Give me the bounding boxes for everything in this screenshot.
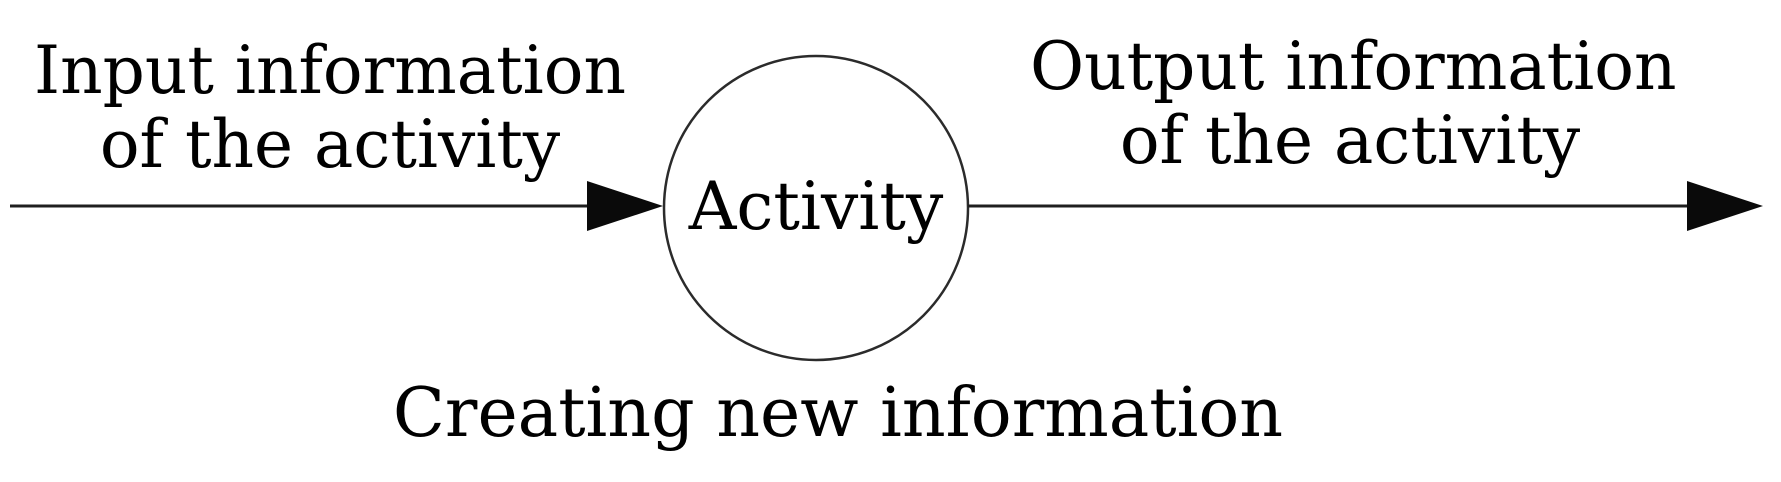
output-label-line2: of the activity — [1119, 102, 1581, 179]
input-label: Input information of the activity — [10, 34, 650, 182]
output-label: Output information of the activity — [1030, 28, 1677, 179]
output-arrowhead-icon — [1687, 181, 1763, 231]
activity-node-label: Activity — [688, 168, 944, 245]
input-arrowhead-icon — [587, 181, 663, 231]
activity-node-circle — [662, 54, 970, 362]
output-label-line1: Output information — [1030, 28, 1677, 105]
input-label-line2: of the activity — [99, 106, 561, 183]
input-label-line1: Input information — [34, 32, 626, 109]
caption: Creating new information — [392, 374, 1284, 453]
